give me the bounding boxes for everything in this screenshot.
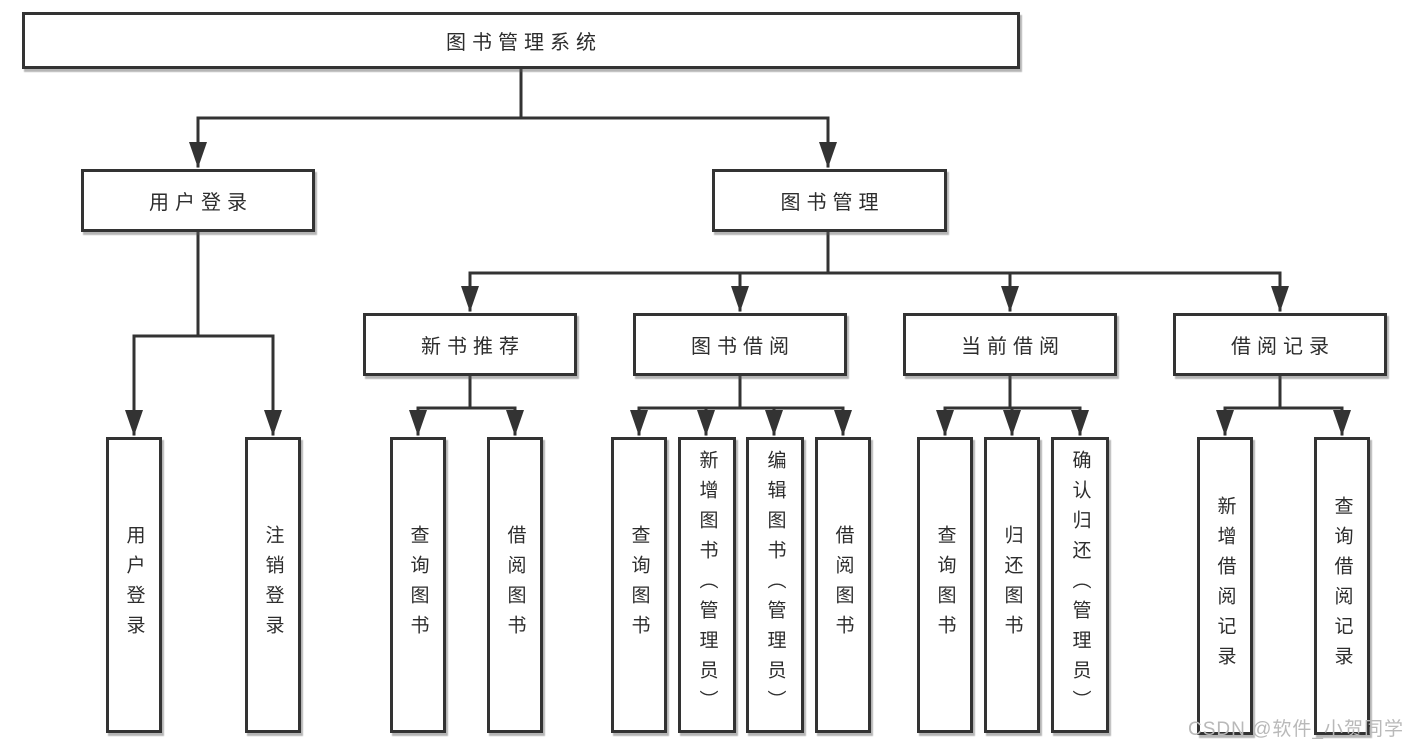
leaf-borrow-books-1-label: 借阅图书 bbox=[504, 525, 526, 645]
leaf-query-books-3: 查询图书 bbox=[917, 437, 973, 733]
leaf-user-login: 用户登录 bbox=[106, 437, 162, 733]
leaf-return-books-label: 归还图书 bbox=[1001, 525, 1023, 645]
leaf-edit-books-admin: 编辑图书（管理员） bbox=[746, 437, 804, 733]
leaf-add-books-admin-label: 新增图书（管理员） bbox=[696, 450, 718, 720]
leaf-query-books-2: 查询图书 bbox=[611, 437, 667, 733]
leaf-borrow-books-1: 借阅图书 bbox=[487, 437, 543, 733]
leaf-borrow-books-2: 借阅图书 bbox=[815, 437, 871, 733]
node-new-book-recommend: 新书推荐 bbox=[363, 313, 577, 376]
leaf-borrow-books-2-label: 借阅图书 bbox=[832, 525, 854, 645]
leaf-logout-label: 注销登录 bbox=[262, 525, 284, 645]
leaf-query-books-1: 查询图书 bbox=[390, 437, 446, 733]
leaf-query-books-1-label: 查询图书 bbox=[407, 525, 429, 645]
node-book-borrowing: 图书借阅 bbox=[633, 313, 847, 376]
watermark: CSDN @软件_小贺同学 bbox=[1188, 719, 1404, 740]
leaf-edit-books-admin-label: 编辑图书（管理员） bbox=[764, 450, 786, 720]
leaf-query-borrow-record-label: 查询借阅记录 bbox=[1331, 496, 1353, 676]
node-borrowing-records: 借阅记录 bbox=[1173, 313, 1387, 376]
leaf-add-books-admin: 新增图书（管理员） bbox=[678, 437, 736, 733]
leaf-add-borrow-record-label: 新增借阅记录 bbox=[1214, 496, 1236, 676]
leaf-query-books-3-label: 查询图书 bbox=[934, 525, 956, 645]
node-root: 图书管理系统 bbox=[22, 12, 1020, 69]
node-user-login: 用户登录 bbox=[81, 169, 315, 232]
leaf-add-borrow-record: 新增借阅记录 bbox=[1197, 437, 1253, 735]
leaf-user-login-label: 用户登录 bbox=[123, 525, 145, 645]
node-current-borrowing: 当前借阅 bbox=[903, 313, 1117, 376]
leaf-return-books: 归还图书 bbox=[984, 437, 1040, 733]
leaf-query-books-2-label: 查询图书 bbox=[628, 525, 650, 645]
leaf-confirm-return-admin: 确认归还（管理员） bbox=[1051, 437, 1109, 733]
leaf-confirm-return-admin-label: 确认归还（管理员） bbox=[1069, 450, 1091, 720]
node-book-management: 图书管理 bbox=[712, 169, 947, 232]
leaf-query-borrow-record: 查询借阅记录 bbox=[1314, 437, 1370, 735]
leaf-logout: 注销登录 bbox=[245, 437, 301, 733]
